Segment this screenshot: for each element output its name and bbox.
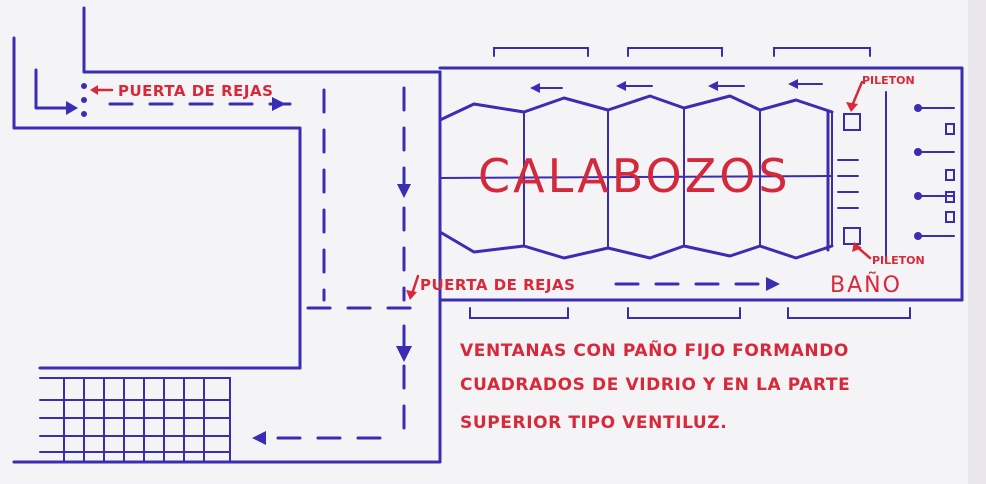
wall-left-block (12, 36, 302, 370)
note-line-1: VENTANAS CON PAÑO FIJO FORMANDO (460, 338, 849, 361)
cells-top-edge (438, 94, 834, 122)
entry-arrow-head (66, 101, 78, 115)
toilet-2 (945, 169, 955, 181)
wall-cells-outer (438, 66, 964, 302)
window-bottom-2 (627, 307, 741, 319)
window-top-2 (627, 47, 723, 57)
door-dot-3 (81, 111, 87, 117)
toilet-4 (945, 211, 955, 223)
stairs-treads (63, 377, 205, 463)
cells-bottom-edge (438, 230, 834, 260)
toilet-3 (945, 191, 955, 203)
windows-bottom (469, 307, 911, 319)
paper-edge (968, 0, 986, 484)
label-calabozos: CALABOZOS (478, 149, 791, 203)
fixture-dot-4 (914, 232, 922, 240)
label-pileton-top: PILETON (862, 74, 915, 87)
cells-middle-line (439, 175, 833, 179)
route-down-arrowhead (397, 184, 411, 198)
fixture-dot-1 (914, 104, 922, 112)
route-stairs-arrowhead (252, 431, 266, 445)
door-markers (81, 83, 87, 117)
wall-top-entrance (82, 6, 442, 74)
labels: PUERTA DE REJAS PUERTA DE REJAS CALABOZO… (90, 74, 925, 300)
walls (12, 6, 964, 464)
label-bano: BAÑO (830, 271, 902, 298)
bathroom-partitions (837, 159, 859, 209)
label-puerta-bottom: PUERTA DE REJAS (420, 276, 575, 294)
route-bano-arrowhead (766, 277, 780, 291)
windows-top (493, 47, 871, 57)
route-top-arrowhead (272, 97, 286, 111)
door-dot-1 (81, 83, 87, 89)
toilet-1 (945, 123, 955, 135)
window-note: VENTANAS CON PAÑO FIJO FORMANDO CUADRADO… (460, 338, 850, 433)
pileton-sink-top (843, 113, 861, 131)
puerta-bottom-pointer (410, 274, 420, 296)
circulation-route (34, 68, 823, 445)
cells-block (438, 94, 834, 260)
fixture-dot-3 (914, 192, 922, 200)
pileton-top-pointer (850, 80, 864, 108)
toilet-stalls (914, 104, 955, 240)
route-lower-arrowhead (396, 346, 412, 362)
staircase (39, 377, 231, 463)
window-bottom-1 (469, 307, 569, 319)
entry-arrow-path (34, 68, 68, 110)
note-line-3: SUPERIOR TIPO VENTILUZ. (460, 413, 727, 433)
stairs-rails (39, 399, 231, 453)
label-pileton-bottom: PILETON (872, 254, 925, 267)
note-line-2: CUADRADOS DE VIDRIO Y EN LA PARTE (460, 375, 850, 395)
door-dot-2 (81, 97, 87, 103)
fixture-dot-2 (914, 148, 922, 156)
window-top-3 (773, 47, 871, 57)
window-bottom-3 (787, 307, 911, 319)
window-top-1 (493, 47, 589, 57)
bathroom (837, 91, 955, 263)
label-puerta-top: PUERTA DE REJAS (118, 82, 273, 100)
pileton-sink-bottom (843, 227, 861, 245)
wall-lower-corridor (12, 298, 442, 464)
